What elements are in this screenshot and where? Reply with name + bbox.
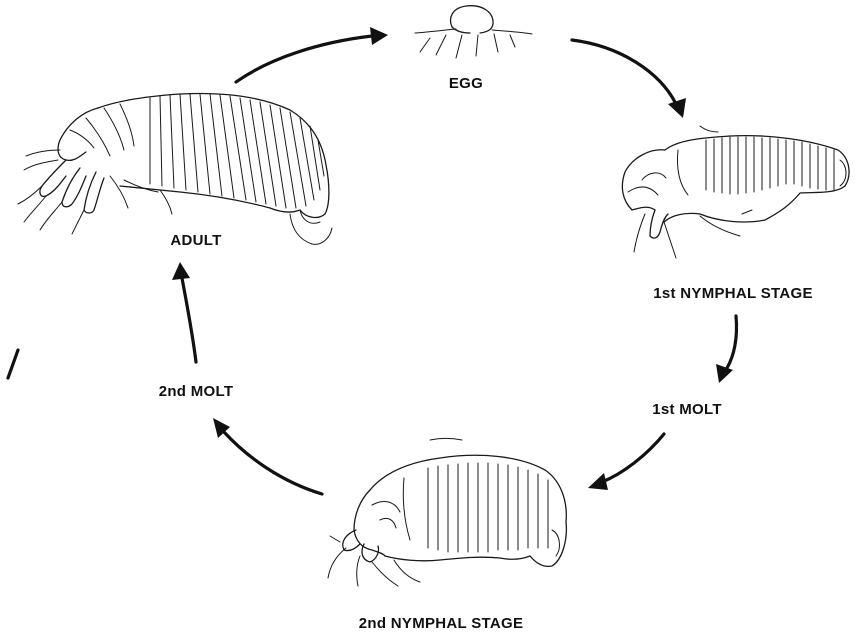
arrow-second-nymph-to-second-molt <box>213 418 322 494</box>
first-nymphal-stage-label: 1st NYMPHAL STAGE <box>653 285 813 302</box>
arrow-second-molt-to-adult <box>172 262 196 362</box>
edge-fragment-mark <box>8 350 18 378</box>
arrow-first-molt-to-second-nymph <box>588 434 664 490</box>
arrow-first-nymph-to-first-molt <box>716 316 737 383</box>
adult-illustration <box>18 94 332 245</box>
arrow-egg-to-first-nymph <box>572 40 686 118</box>
egg-illustration <box>415 6 532 58</box>
second-nymph-illustration <box>328 439 566 587</box>
adult-label: ADULT <box>170 232 221 249</box>
first-molt-label: 1st MOLT <box>652 401 722 418</box>
first-nymph-illustration <box>622 126 849 258</box>
egg-label: EGG <box>449 75 483 92</box>
second-nymphal-stage-label: 2nd NYMPHAL STAGE <box>359 615 524 632</box>
second-molt-label: 2nd MOLT <box>159 383 234 400</box>
arrow-adult-to-egg <box>236 27 388 82</box>
